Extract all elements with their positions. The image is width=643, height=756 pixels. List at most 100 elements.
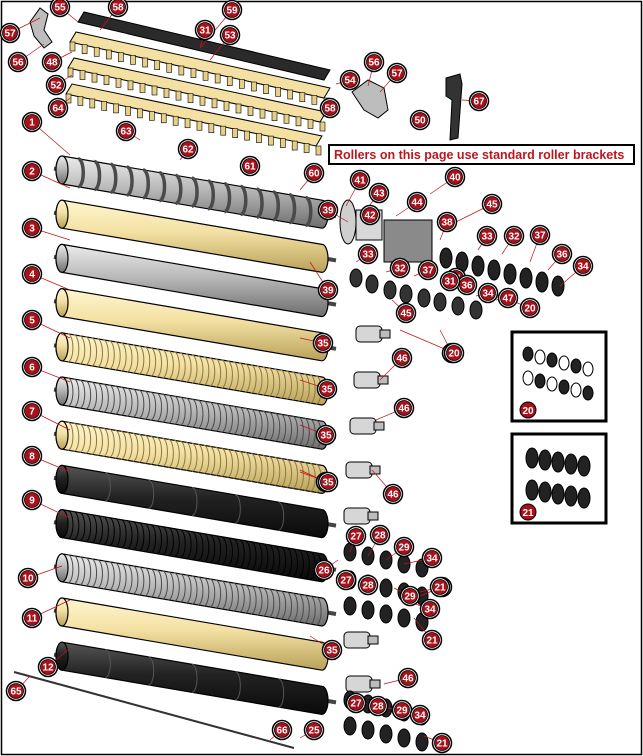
callout-label: 5: [29, 316, 35, 327]
callout-fill: [446, 345, 462, 361]
comb-tooth: [268, 135, 274, 146]
comb-tooth: [279, 138, 286, 148]
roller-rib: [144, 390, 151, 420]
inset-bearing: [558, 379, 570, 395]
roller-rib: [159, 170, 167, 203]
callout-fill: [24, 312, 40, 328]
callout-label: 46: [398, 404, 410, 415]
roller-rib: [221, 359, 228, 389]
roller-rib: [215, 579, 222, 609]
roller-band: [105, 472, 111, 502]
roller-rib: [227, 581, 233, 611]
callout-10: 10: [17, 567, 39, 589]
roller-5: [53, 332, 337, 406]
callout-64: 64: [47, 97, 69, 119]
roller-rib: [292, 459, 298, 489]
callout-label: 27: [350, 532, 362, 543]
roller-rib: [272, 190, 280, 222]
roller-rib: [138, 345, 145, 375]
roller-rib: [73, 555, 80, 585]
callout-fill: [318, 427, 334, 443]
comb-tooth: [190, 68, 197, 78]
comb-tooth: [151, 85, 158, 96]
callout-label: 33: [481, 232, 493, 243]
roller-rib: [197, 532, 204, 562]
callout-label: 35: [326, 646, 338, 657]
callout-label: 33: [362, 250, 374, 261]
roller-end-cap: [55, 376, 69, 406]
roller-8: [53, 464, 337, 539]
callout-fill: [20, 570, 36, 586]
inset-bearing: [522, 346, 534, 362]
roller-rib: [174, 351, 180, 381]
comb-tooth: [184, 118, 191, 129]
roller-rib: [156, 569, 163, 599]
callout-label: 40: [449, 173, 461, 184]
roller-rib: [185, 530, 192, 560]
comb-tooth: [232, 128, 238, 138]
callout-27: 27: [345, 692, 367, 714]
callout-label: 64: [52, 104, 64, 115]
inset-bearing: [570, 358, 582, 374]
roller-rib: [245, 407, 251, 437]
callout-63: 63: [115, 120, 137, 142]
roller-rib: [233, 582, 239, 612]
callout-fill: [471, 93, 487, 109]
roller-rib: [150, 347, 157, 377]
roller-rib: [185, 574, 192, 604]
bearing: [361, 600, 375, 620]
roller-rib: [250, 541, 257, 571]
comb-tooth: [91, 72, 98, 83]
roller-rib: [227, 360, 233, 390]
callout-fill: [385, 486, 401, 502]
callout-label: 59: [226, 6, 238, 17]
callout-58: 58: [319, 97, 341, 119]
callout-fill: [370, 698, 386, 714]
inset-bearing: [546, 376, 558, 392]
callout-39: 39: [317, 279, 339, 301]
roller-rib: [91, 425, 98, 455]
callout-fill: [424, 550, 440, 566]
callout-fill: [506, 228, 522, 244]
callout-label: 3: [29, 224, 35, 235]
comb-tooth: [118, 52, 124, 62]
callout-fill: [479, 228, 495, 244]
roller-rib: [115, 429, 121, 459]
callout-label: 67: [473, 97, 485, 108]
callout-37: 37: [529, 224, 551, 246]
roller-rib: [109, 561, 115, 591]
bearing-ring: [469, 300, 483, 320]
callout-5: 5: [21, 309, 43, 331]
bearing-ring: [433, 292, 447, 312]
callout-52: 52: [45, 74, 67, 96]
inset-label-bg: [519, 503, 537, 521]
roller-rib: [239, 406, 245, 436]
callout-39: 39: [317, 199, 339, 221]
callout-31: 31: [194, 19, 216, 41]
callout-fill: [480, 285, 496, 301]
callout-fill: [348, 528, 364, 544]
callout-label: 21: [434, 583, 446, 594]
roller-bracket: [353, 371, 381, 389]
bearing-ring: [383, 280, 397, 300]
callout-fill: [484, 196, 500, 212]
callout-label: 47: [502, 294, 514, 305]
comb-tooth: [208, 123, 215, 134]
callout-fill: [338, 572, 354, 588]
callout-fill: [197, 22, 213, 38]
roller-11: [53, 597, 337, 671]
roller-rib: [280, 457, 287, 487]
bearing: [397, 608, 411, 628]
callout-fill: [48, 77, 64, 93]
callout-47: 47: [497, 287, 519, 309]
comb-tooth: [154, 60, 160, 70]
callout-label: 27: [340, 576, 352, 587]
roller-rib: [91, 381, 98, 411]
roller-rib: [180, 352, 186, 382]
callout-fill: [24, 163, 40, 179]
roller-rib: [77, 157, 85, 189]
comb-tooth: [139, 83, 146, 93]
roller-rib: [286, 547, 293, 577]
roller-rib: [94, 159, 102, 192]
bearing-ring: [551, 275, 565, 297]
